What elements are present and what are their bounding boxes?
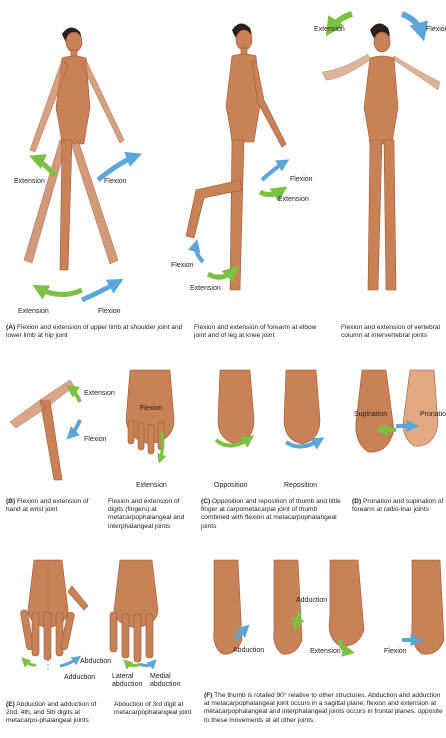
caption-forearm: Flexion and extension of forearm at elbo… <box>194 324 324 340</box>
label-flexion-wrist: Flexion <box>84 436 107 444</box>
caption-digits: Flexion and extension of digits (fingers… <box>108 498 194 531</box>
caption-c: (C) Opposition and reposition of thumb a… <box>201 498 341 531</box>
label-extension-f: Extension <box>310 648 341 656</box>
arrow-extension-elbow <box>260 190 282 195</box>
label-extension-leg: Extension <box>18 308 49 316</box>
figure-vertebral <box>322 23 440 290</box>
label-abduction-e: Abduction <box>80 658 111 666</box>
label-extension-spine: Extension <box>314 26 345 34</box>
arrow-flexion-spine <box>402 14 422 34</box>
arrow-adduction-e <box>60 658 78 666</box>
label-reposition: Reposition <box>284 482 317 490</box>
caption-d: (D) Pronation and supination of forearm … <box>352 498 446 514</box>
label-flexion-spine: Flexion <box>426 26 446 34</box>
arrow-flexion-arm <box>98 156 136 180</box>
hands-c <box>218 370 320 444</box>
caption-vertebral: Flexion and extension of vertebral colum… <box>341 324 445 340</box>
label-opposition: Opposition <box>214 482 247 490</box>
label-extension-knee: Extension <box>190 285 221 293</box>
caption-a: (A) Flexion and extension of upper limb … <box>6 324 186 340</box>
label-flexion-digits: Flexion <box>140 405 163 413</box>
label-flexion-elbow: Flexion <box>290 176 313 184</box>
hand-e <box>20 560 88 660</box>
label-adduction-f: Adduction <box>296 597 327 605</box>
label-flexion-arm: Flexion <box>104 178 127 186</box>
caption-f: (F) The thumb is rotated 90° relative to… <box>204 692 444 738</box>
label-extension-arm: Extension <box>14 178 45 186</box>
arrow-medial-abd <box>140 662 154 666</box>
arrow-flexion-wrist <box>70 420 80 436</box>
hand-wrist-b <box>10 380 74 480</box>
label-flexion-knee: Flexion <box>171 262 194 270</box>
label-extension-elbow: Extension <box>278 196 309 204</box>
arrow-extension-knee <box>208 270 234 277</box>
arrow-extension-leg <box>38 288 82 295</box>
caption-3rd: Abduction of 3rd digit at metacarpophala… <box>114 701 198 717</box>
label-supination: Supination <box>354 411 387 419</box>
label-extension-wrist: Extension <box>84 390 115 398</box>
figure-a <box>24 27 124 270</box>
caption-b: (B) Flexion and extension of hand at wri… <box>6 498 104 514</box>
arrow-flexion-elbow <box>262 162 285 180</box>
label-pronation: Pronation <box>420 411 446 419</box>
arrow-abduction-e <box>24 660 36 665</box>
label-adduction-e: Adduction <box>64 674 95 682</box>
arrow-extension-wrist <box>70 388 80 402</box>
arrow-flexion-leg <box>82 282 118 300</box>
label-flexion-leg: Flexion <box>98 308 121 316</box>
label-abduction-f: Abduction <box>233 647 264 655</box>
label-extension-digits: Extension <box>136 482 167 490</box>
caption-e: (E) Abduction and adduction of 2nd, 4th,… <box>6 701 110 738</box>
figure-forearm <box>186 23 286 290</box>
label-lateral-abduction: Lateral abduction <box>112 673 148 689</box>
arrow-lateral-abd <box>126 662 140 666</box>
label-flexion-f: Flexion <box>384 648 407 656</box>
arrow-flexion-knee <box>196 244 203 262</box>
label-medial-abduction: Medial abduction <box>150 673 186 689</box>
hand-3rd <box>110 560 158 662</box>
